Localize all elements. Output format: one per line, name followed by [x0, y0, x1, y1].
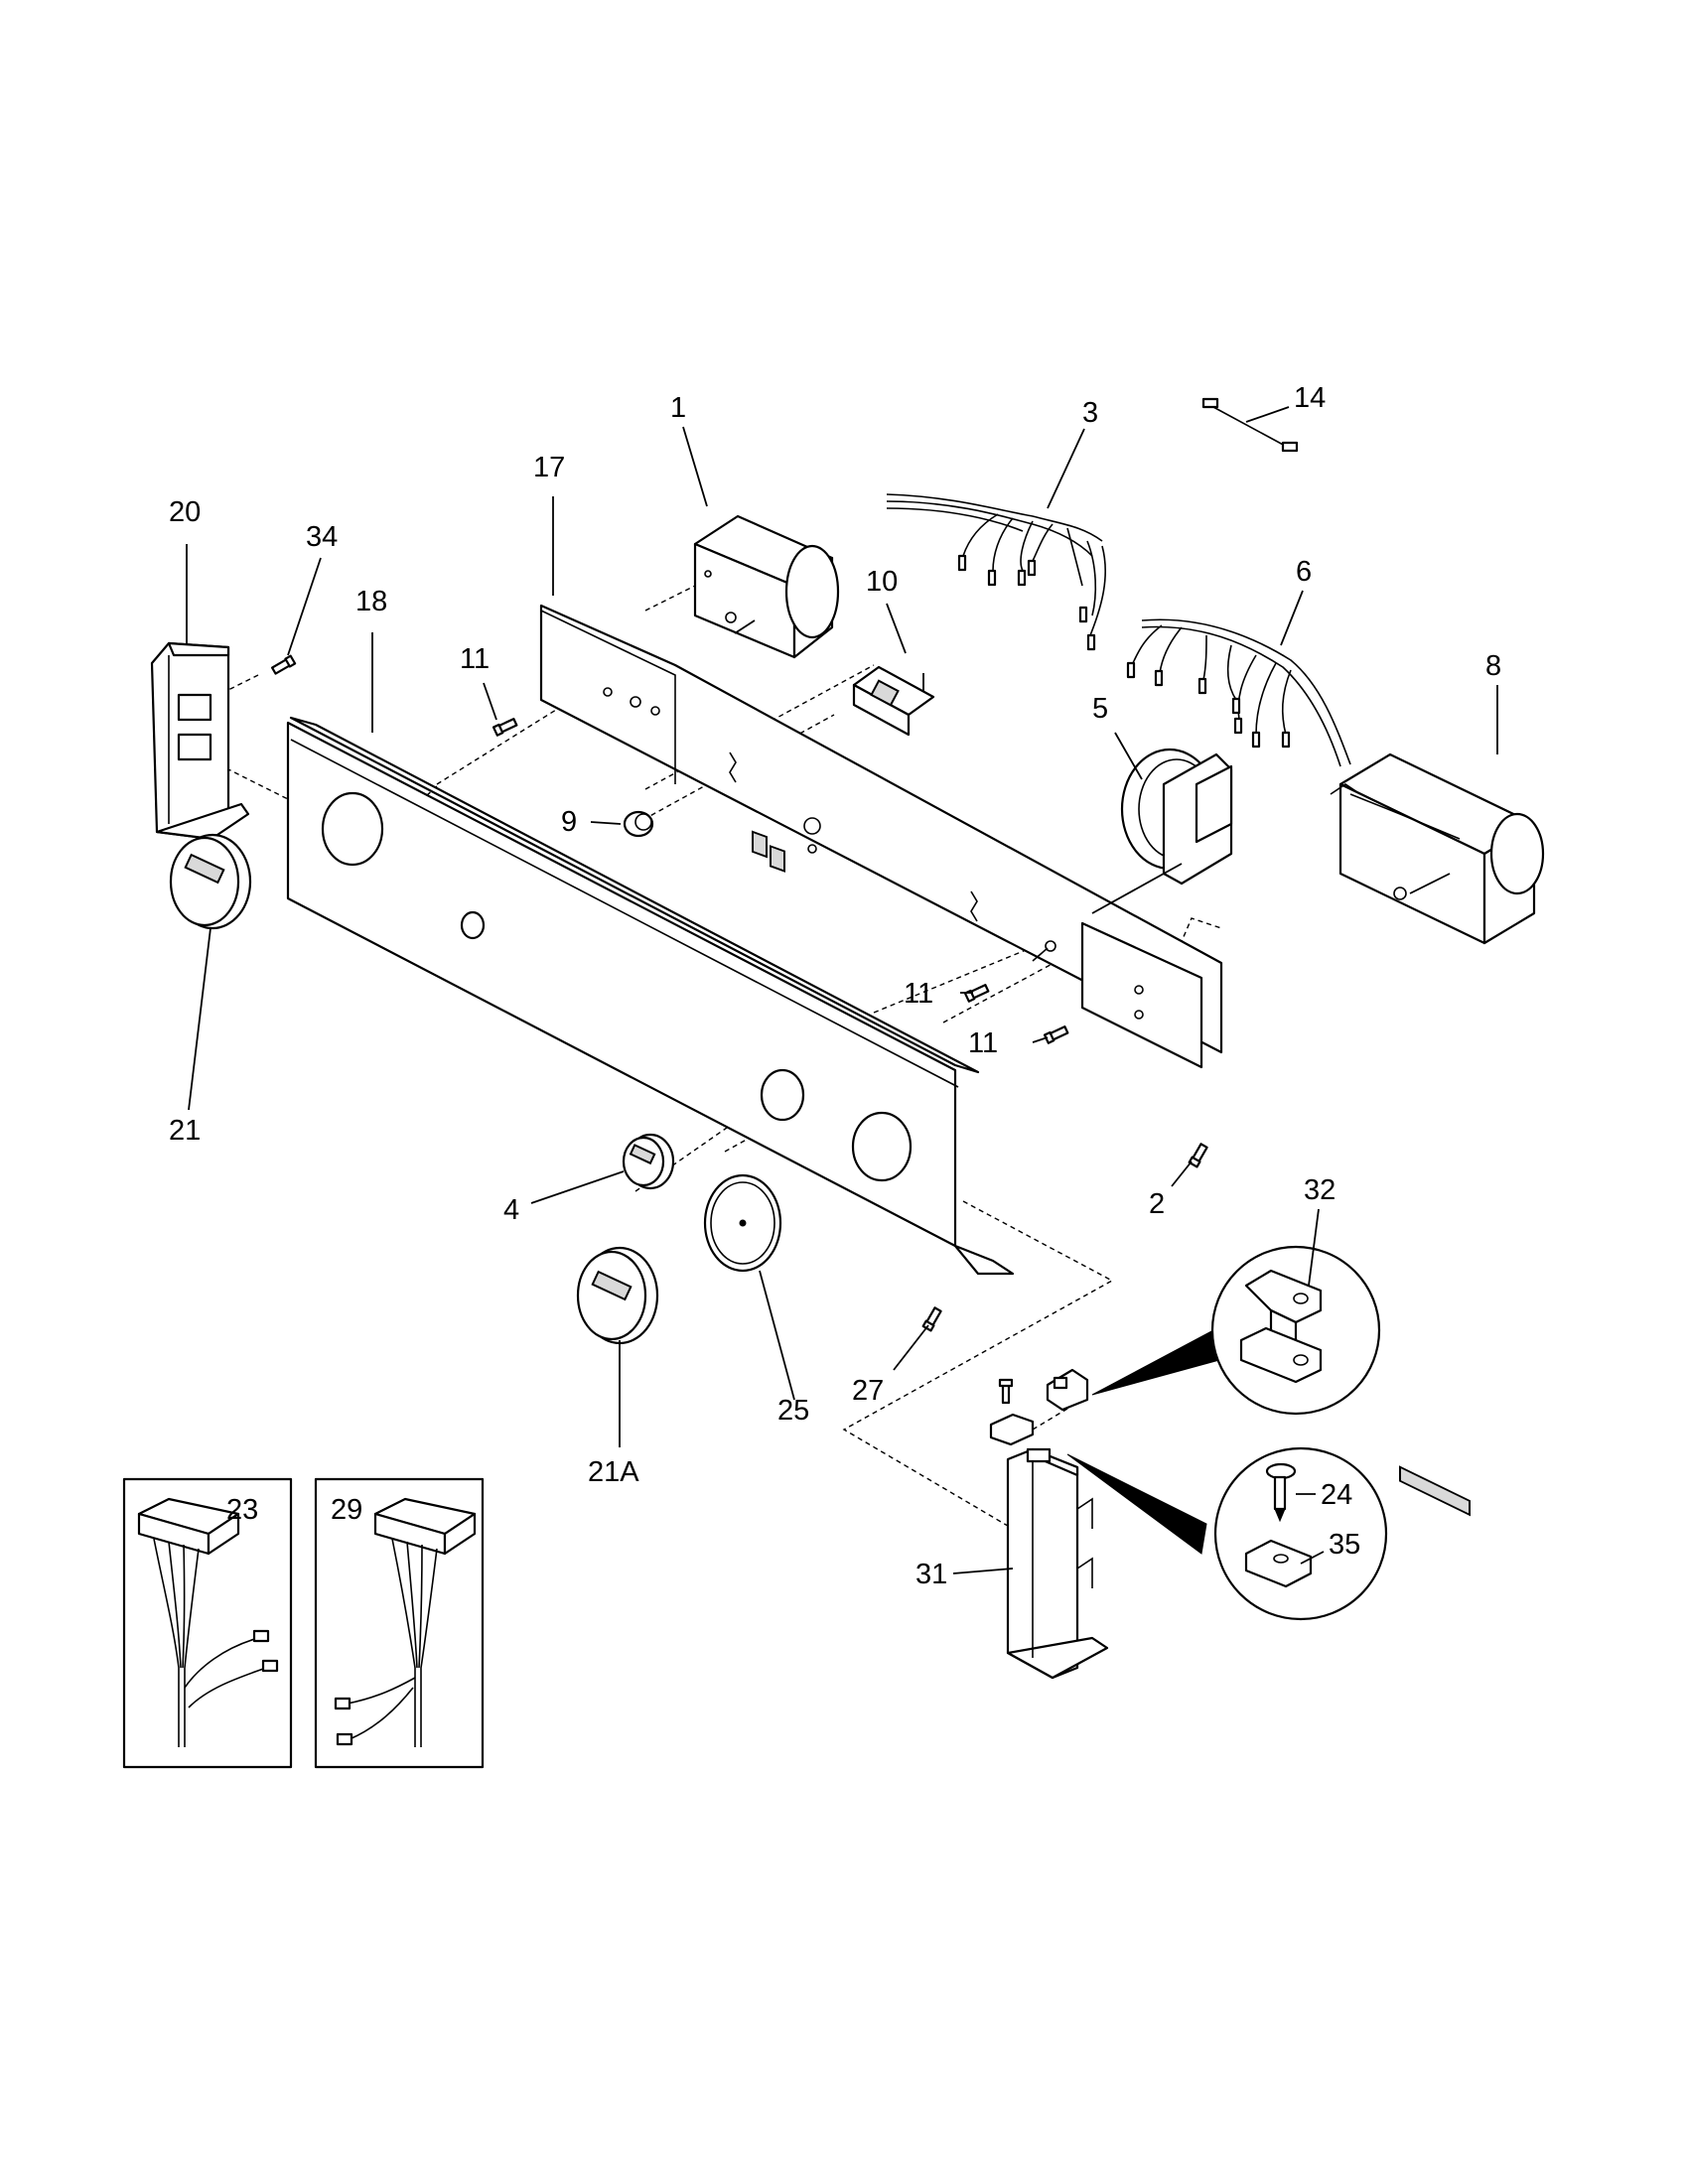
callout-5: 5	[1092, 693, 1108, 725]
screws	[270, 654, 1208, 1405]
knob-part-21	[169, 833, 252, 930]
front-control-panel-18	[286, 716, 1015, 1276]
wire-harness-part-3	[886, 493, 1107, 651]
callout-1: 1	[670, 392, 686, 424]
callout-18: 18	[355, 586, 387, 617]
pressure-switch-part-5	[1091, 748, 1233, 914]
detail-callout-24-35	[1066, 1446, 1388, 1621]
end-cap-part-20	[150, 641, 250, 841]
callout-34: 34	[306, 521, 338, 553]
small-brackets	[989, 1368, 1089, 1446]
jumper-wire-part-14	[1201, 397, 1299, 453]
callout-4: 4	[503, 1194, 519, 1226]
inset-box-23	[122, 1477, 293, 1769]
screw-2	[1188, 1143, 1208, 1168]
callout-14: 14	[1294, 382, 1326, 414]
control-module-part-8	[1330, 752, 1545, 1517]
knob-part-4	[622, 1133, 675, 1190]
callout-10: 10	[866, 566, 898, 598]
callout-24: 24	[1321, 1479, 1352, 1511]
callout-31: 31	[915, 1559, 947, 1590]
callout-23: 23	[226, 1494, 258, 1526]
disc-part-25	[703, 1173, 782, 1273]
callout-2: 2	[1149, 1188, 1165, 1220]
knob-part-21a	[576, 1246, 659, 1345]
callout-35: 35	[1329, 1529, 1360, 1561]
screw-11-c	[1043, 1025, 1069, 1044]
callout-11-c: 11	[968, 1027, 998, 1059]
inset-box-29	[314, 1477, 485, 1769]
leader-lines	[186, 406, 1498, 1574]
callout-9: 9	[561, 806, 577, 838]
callout-21: 21	[169, 1115, 201, 1147]
callout-29: 29	[331, 1494, 362, 1526]
wire-harness-part-6	[1126, 618, 1351, 767]
callout-11-b: 11	[904, 978, 933, 1010]
callout-11-a: 11	[460, 643, 490, 675]
callout-labels: 1 3 14 17 20 34 18 10 6 8 11 5 9 11 11 2…	[169, 382, 1501, 1590]
callout-32: 32	[1304, 1174, 1336, 1206]
callout-25: 25	[777, 1395, 809, 1427]
button-part-9	[623, 810, 654, 838]
callout-20: 20	[169, 496, 201, 528]
callout-27: 27	[852, 1375, 884, 1407]
callout-6: 6	[1296, 556, 1312, 588]
callout-17: 17	[533, 452, 565, 483]
callout-8: 8	[1485, 650, 1501, 682]
cover-part-31	[1006, 1447, 1109, 1680]
detail-callout-32	[1091, 1245, 1381, 1416]
callout-3: 3	[1082, 397, 1098, 429]
timer-part-1	[693, 514, 840, 873]
screw-11-a	[492, 718, 518, 737]
callout-21a: 21A	[588, 1456, 639, 1488]
screw-small-bracket	[998, 1378, 1014, 1405]
switch-part-10	[852, 665, 935, 737]
screw-34	[270, 654, 297, 675]
